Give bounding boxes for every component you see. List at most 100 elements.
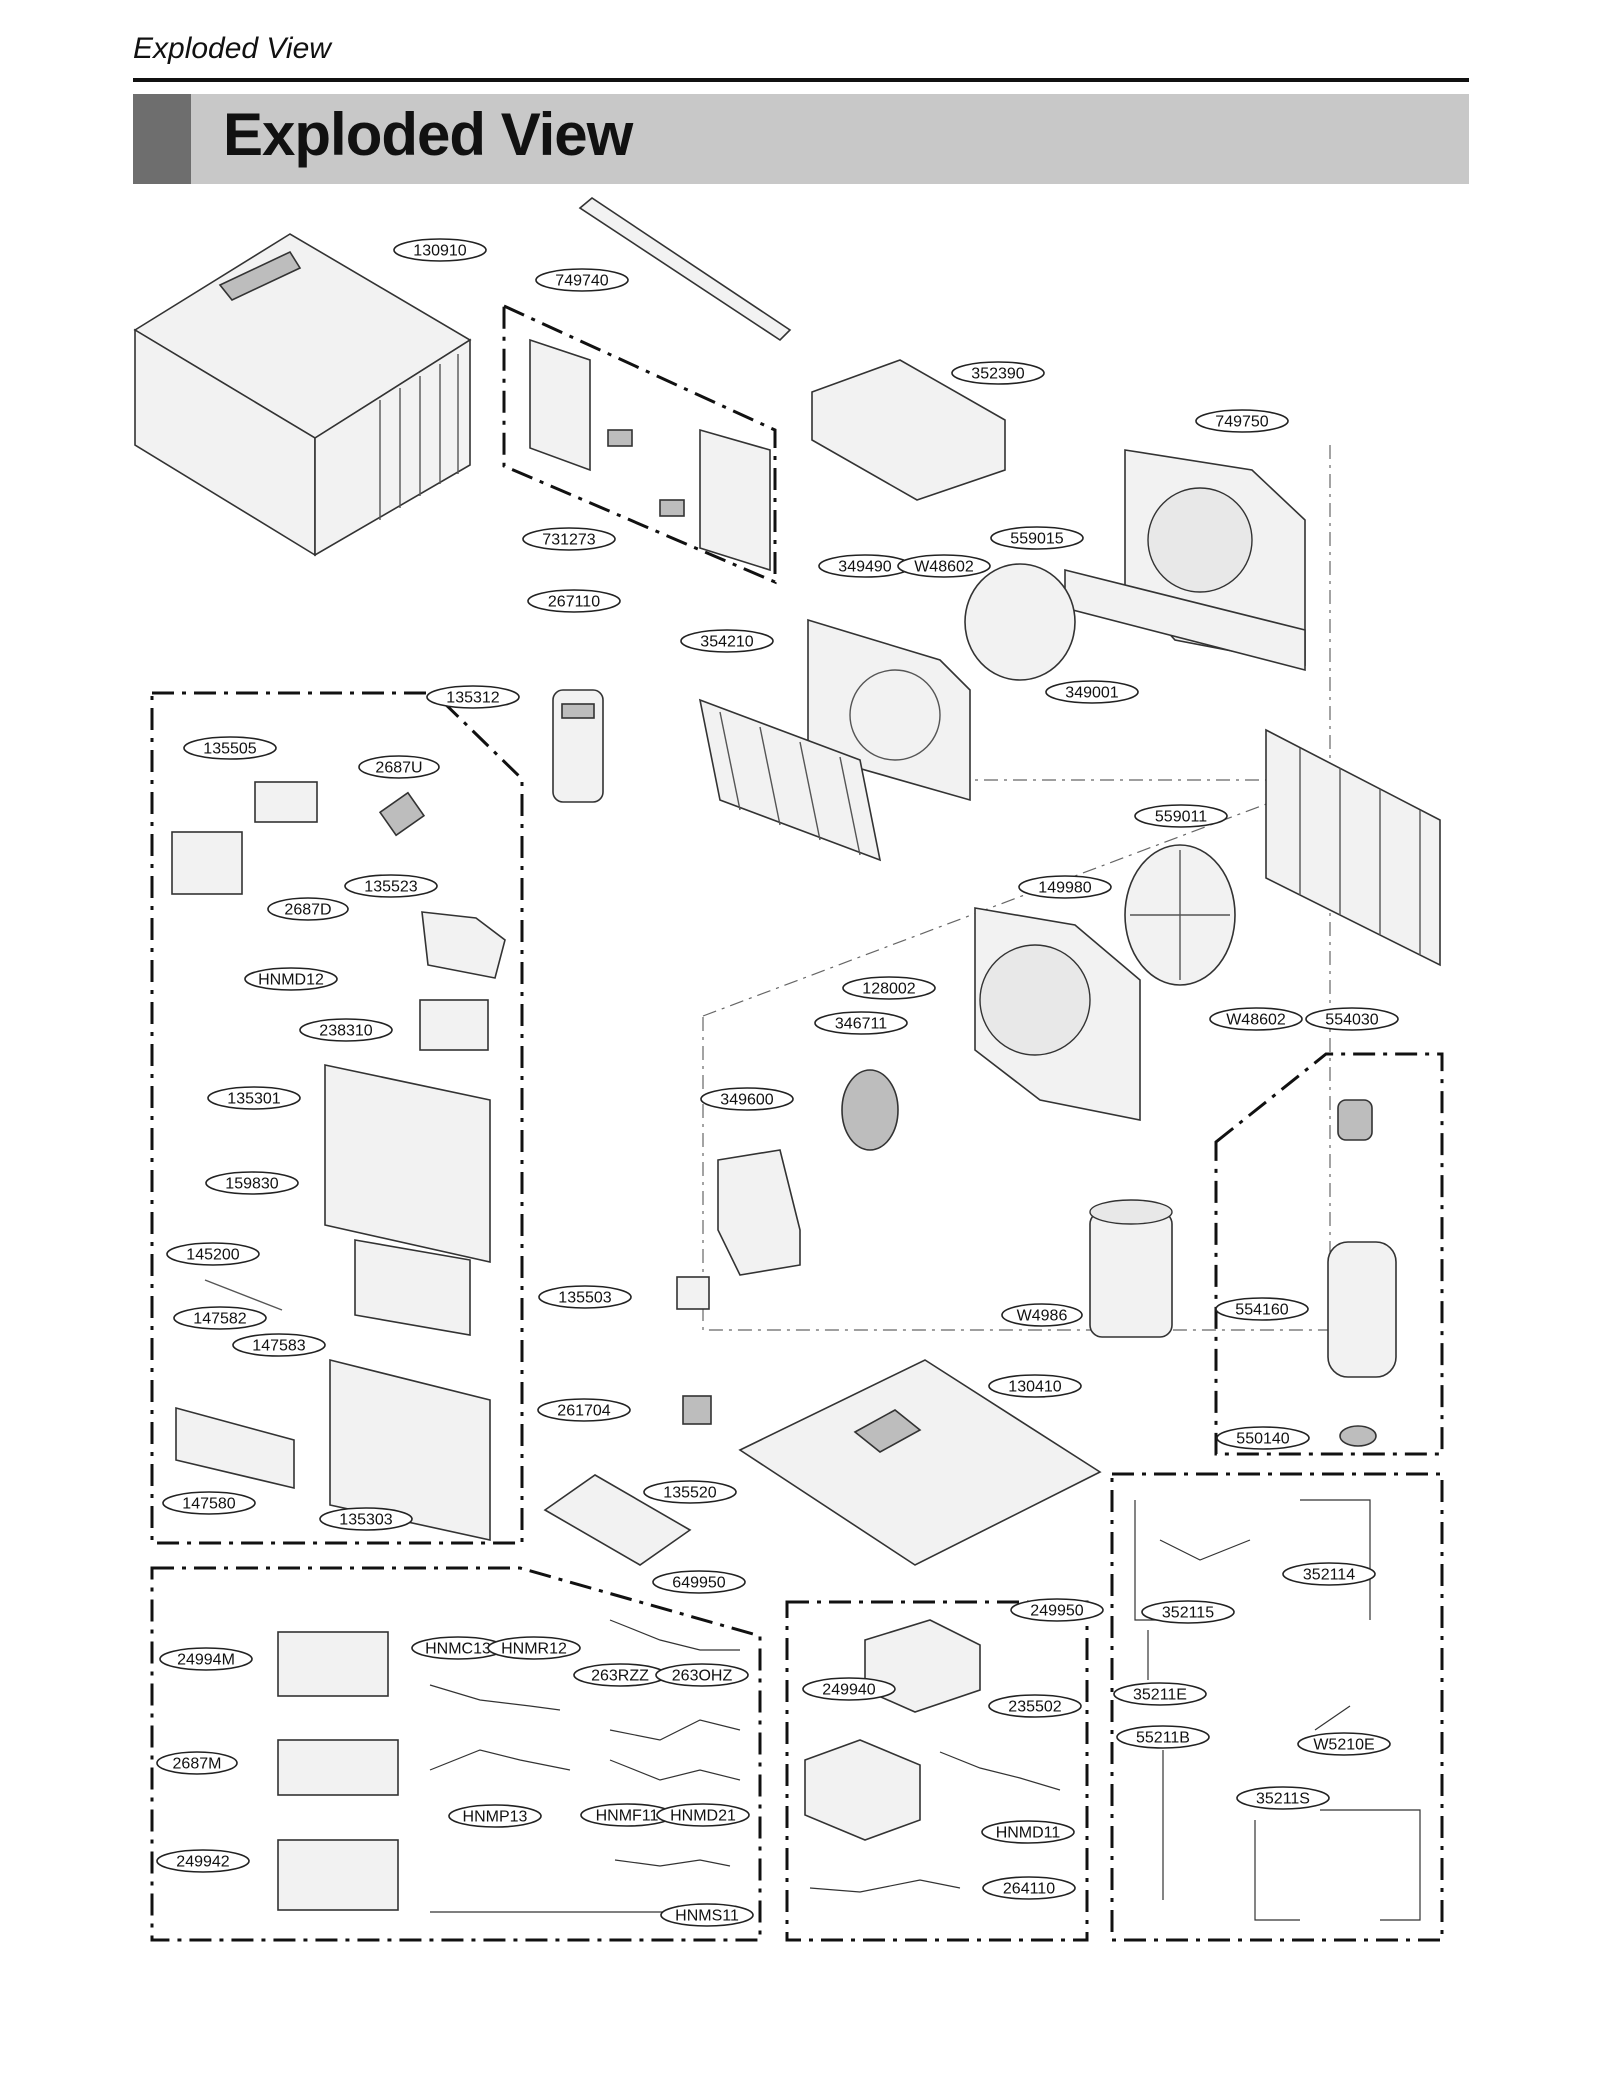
callout-label: 235502	[1008, 1699, 1061, 1716]
callout-352114: 352114	[1282, 1562, 1376, 1586]
callout-label: 749740	[555, 273, 608, 290]
callout-hnmr12: HNMR12	[487, 1636, 581, 1660]
callout-354210: 354210	[680, 629, 774, 653]
callout-hnmf11: HNMF11	[580, 1803, 674, 1827]
callout-35211s: 35211S	[1236, 1786, 1330, 1810]
callout-135505: 135505	[183, 736, 277, 760]
callout-349001: 349001	[1045, 680, 1139, 704]
capacitor-part	[1089, 1199, 1173, 1338]
callout-label: 238310	[319, 1023, 372, 1040]
callout-label: 135301	[227, 1091, 280, 1108]
callout-label: 135505	[203, 741, 256, 758]
callout-label: 24994M	[177, 1652, 235, 1669]
callout-hnmd21: HNMD21	[656, 1803, 750, 1827]
callout-559011: 559011	[1134, 804, 1228, 828]
callout-349490: 349490	[818, 554, 912, 578]
callout-label: 349001	[1065, 685, 1118, 702]
callout-label: HNMP13	[463, 1809, 528, 1826]
callout-label: 267110	[548, 594, 600, 611]
callout-235502: 235502	[988, 1694, 1082, 1718]
callout-label: W4986	[1017, 1308, 1068, 1325]
callout-label: 55211B	[1136, 1730, 1190, 1747]
callout-24994m: 24994M	[159, 1647, 253, 1671]
fan-part	[1124, 844, 1236, 986]
callout-label: HNMD11	[996, 1825, 1061, 1842]
evaporator-part	[698, 698, 882, 862]
callout-130410: 130410	[988, 1374, 1082, 1398]
callout-label: 135503	[558, 1290, 611, 1307]
title-accent	[133, 94, 191, 184]
callout-352115: 352115	[1141, 1600, 1235, 1624]
callout-label: 550140	[1236, 1431, 1289, 1448]
rail-part	[578, 197, 792, 342]
callout-731273: 731273	[522, 527, 616, 551]
callout-label: 559011	[1155, 809, 1207, 826]
callout-w5210e: W5210E	[1297, 1732, 1391, 1756]
electrical-parts	[277, 1619, 741, 1913]
callout-346711: 346711	[814, 1011, 908, 1035]
callout-w48602: W48602	[1209, 1007, 1303, 1031]
callout-159830: 159830	[205, 1171, 299, 1195]
callout-349600: 349600	[700, 1087, 794, 1111]
callout-749740: 749740	[535, 268, 629, 292]
assembly-guide-upper	[960, 445, 1331, 781]
callout-263ohz: 263OHZ	[655, 1663, 749, 1687]
callout-label: 130910	[413, 243, 466, 260]
callout-label: 352390	[971, 366, 1024, 383]
shroud-part	[964, 563, 1076, 681]
callout-w48602: W48602	[897, 554, 991, 578]
callout-135312: 135312	[426, 685, 520, 709]
duct-part	[811, 359, 1006, 501]
callout-label: 352115	[1162, 1605, 1214, 1622]
power-parts	[804, 1619, 1061, 1893]
callout-hnmc13: HNMC13	[411, 1636, 505, 1660]
page-title: Exploded View	[223, 101, 633, 168]
callout-249950: 249950	[1010, 1598, 1104, 1622]
callout-label: 2687M	[173, 1756, 222, 1773]
callout-label: W48602	[914, 559, 974, 576]
callout-249940: 249940	[802, 1677, 896, 1701]
callout-label: 147582	[193, 1311, 246, 1328]
callout-147580: 147580	[162, 1491, 256, 1515]
callout-238310: 238310	[299, 1018, 393, 1042]
callout-135503: 135503	[538, 1285, 632, 1309]
callout-hnmd12: HNMD12	[244, 967, 338, 991]
callout-label: 264110	[1003, 1881, 1055, 1898]
callout-135520: 135520	[643, 1480, 737, 1504]
reactor-part	[682, 1395, 712, 1425]
callout-749750: 749750	[1195, 409, 1289, 433]
callout-label: HNMD21	[670, 1808, 736, 1825]
callout-554160: 554160	[1215, 1297, 1309, 1321]
callout-hnmp13: HNMP13	[448, 1804, 542, 1828]
transformer-part	[676, 1276, 710, 1310]
callout-label: 249942	[176, 1854, 229, 1871]
motor-part	[841, 1069, 899, 1151]
callout-649950: 649950	[652, 1570, 746, 1594]
callout-label: 263OHZ	[672, 1668, 733, 1685]
callout-135523: 135523	[344, 874, 438, 898]
callout-267110: 267110	[527, 589, 621, 613]
callout-147582: 147582	[173, 1306, 267, 1330]
callout-2687d: 2687D	[267, 897, 349, 921]
controlbox-parts	[171, 781, 506, 1541]
callout-label: 554030	[1325, 1012, 1378, 1029]
callout-label: HNMD12	[258, 972, 324, 989]
callout-label: 135303	[339, 1512, 392, 1529]
running-header: Exploded View	[133, 32, 331, 65]
callout-261704: 261704	[537, 1398, 631, 1422]
callout-label: 145200	[186, 1247, 239, 1264]
callout-label: 249950	[1030, 1603, 1083, 1620]
callout-hnms11: HNMS11	[660, 1903, 754, 1927]
callout-label: 35211E	[1133, 1687, 1187, 1704]
callout-label: HNMR12	[501, 1641, 567, 1658]
callout-label: 352114	[1303, 1567, 1355, 1584]
remote-part	[552, 689, 604, 803]
group-compressor	[1214, 1052, 1444, 1456]
basepan-part	[738, 1359, 1102, 1566]
callout-149980: 149980	[1018, 875, 1112, 899]
title-bar: Exploded View	[133, 94, 1469, 184]
callout-label: HNMC13	[425, 1641, 491, 1658]
group-window-kit	[502, 303, 777, 585]
callout-label: 354210	[700, 634, 753, 651]
pcb-cover-part	[543, 1474, 692, 1566]
